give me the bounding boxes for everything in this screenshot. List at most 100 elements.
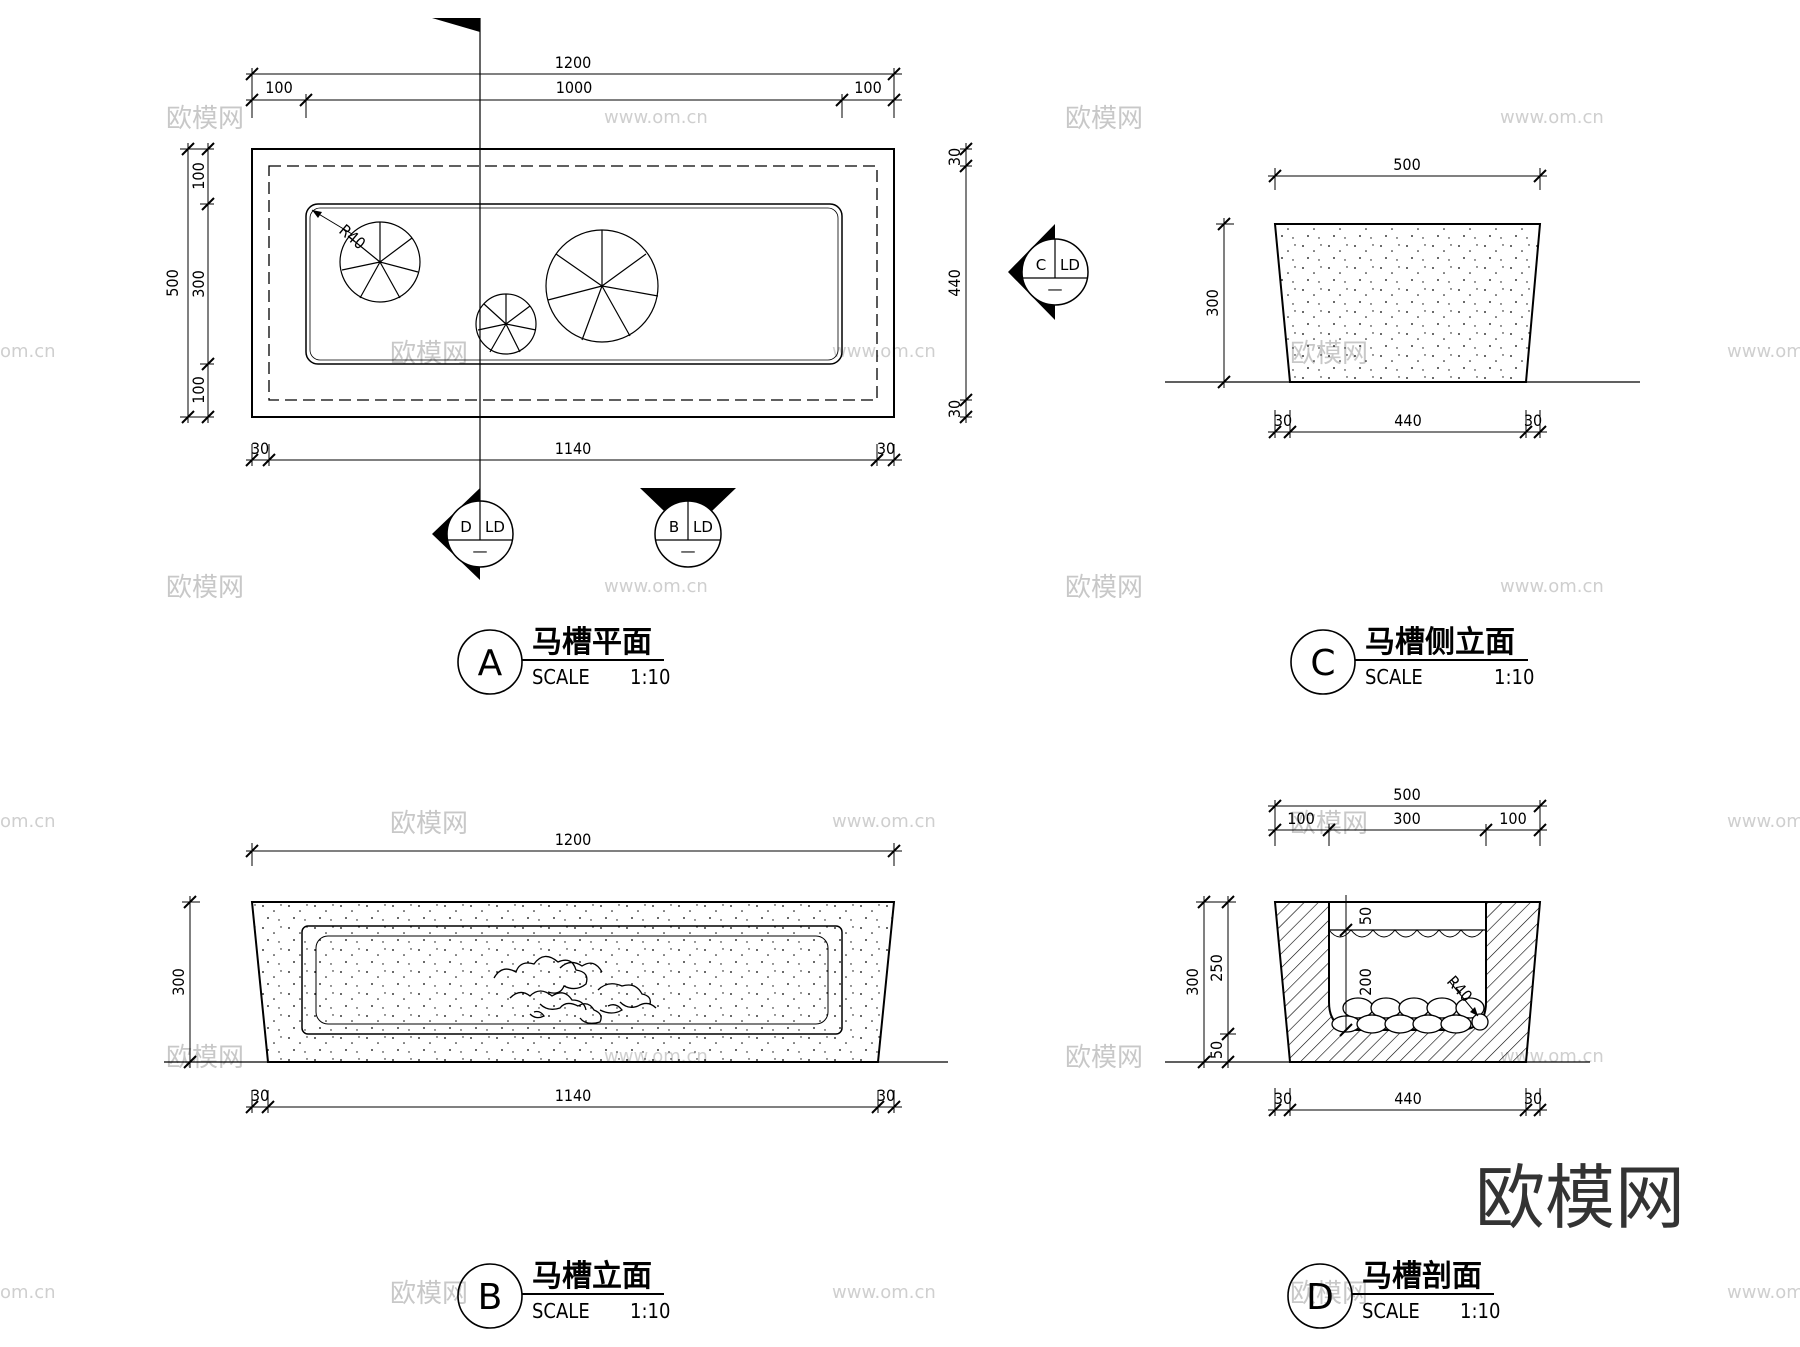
dim-label: 50 (1356, 907, 1375, 925)
watermark-cn: 欧模网 (166, 573, 244, 603)
elevation-view (164, 843, 948, 1114)
watermark-url: www.om.cn (832, 811, 936, 832)
watermark-url: www.om.cn (1500, 576, 1604, 597)
dim-label: 30 (251, 439, 269, 458)
dim-label: 100 (854, 78, 881, 97)
view-letter: D (1306, 1277, 1334, 1318)
side-view (1165, 168, 1640, 439)
marker-ref: LD (1060, 256, 1080, 274)
title-block-d: D 马槽剖面 SCALE 1:10 (1287, 1259, 1500, 1329)
watermark-url: www.om.cn (1500, 107, 1604, 128)
scale-value: 1:10 (630, 1299, 670, 1323)
plan-basin-inner (309, 207, 839, 361)
dim-label: 440 (945, 269, 964, 296)
plan-inner-wall-dashed (268, 165, 878, 401)
section-view (1165, 799, 1590, 1117)
section-marker-c: C LD — (1008, 224, 1089, 320)
dim-label: 30 (251, 1086, 269, 1105)
title-block-c: C 马槽侧立面 SCALE 1:10 (1290, 625, 1534, 695)
marker-sub: — (473, 542, 488, 560)
dim-label: 30 (945, 148, 964, 166)
title-block-b: B 马槽立面 SCALE 1:10 (457, 1259, 670, 1329)
watermark-url: www.om.cn (1727, 341, 1800, 362)
view-title: 马槽侧立面 (1365, 625, 1515, 660)
marker-sub: — (681, 542, 696, 560)
dim-label: 300 (169, 968, 188, 995)
view-title: 马槽立面 (532, 1259, 652, 1294)
plan-basin (305, 203, 843, 365)
pebbles (1331, 997, 1489, 1034)
dim-label: 100 (1287, 809, 1314, 828)
watermark-cn: 欧模网 (166, 1043, 244, 1073)
view-title: 马槽剖面 (1362, 1259, 1482, 1294)
watermark-url: www.om.cn (604, 576, 708, 597)
view-letter: A (478, 643, 503, 684)
dim-label: 300 (1203, 289, 1222, 316)
brand-logo: 欧模网 (1475, 1157, 1685, 1239)
dim-label: 50 (1207, 1041, 1226, 1059)
dim-label: 30 (877, 1086, 895, 1105)
dim-label: 30 (1524, 411, 1542, 430)
scale-value: 1:10 (630, 665, 670, 689)
watermark-url-short: om.cn (0, 1282, 56, 1303)
scale-label: SCALE (1365, 665, 1423, 689)
view-letter: B (478, 1277, 503, 1318)
side-body (1273, 223, 1542, 383)
dim-label: 30 (1524, 1089, 1542, 1108)
dim-label: 300 (1183, 968, 1202, 995)
dim-label: 30 (945, 400, 964, 418)
watermark-cn: 欧模网 (166, 104, 244, 134)
watermark-url: www.om.cn (1727, 811, 1800, 832)
scale-label: SCALE (532, 665, 590, 689)
dim-label: 100 (1499, 809, 1526, 828)
watermark-url-short: om.cn (0, 341, 56, 362)
watermark-url: www.om.cn (832, 341, 936, 362)
elevation-panel-inner (315, 935, 829, 1025)
watermark-url: www.om.cn (604, 107, 708, 128)
dim-label: 30 (1274, 411, 1292, 430)
scale-label: SCALE (532, 1299, 590, 1323)
dim-label: 1000 (556, 78, 593, 97)
title-block-a: A 马槽平面 SCALE 1:10 (457, 625, 670, 695)
dim-label: 100 (189, 376, 208, 403)
lily-pad-small (475, 293, 537, 355)
radius-arrow-icon (1470, 1007, 1478, 1016)
dim-label: 250 (1207, 954, 1226, 981)
watermark-cn: 欧模网 (390, 1279, 468, 1309)
dim-label: 30 (1274, 1089, 1292, 1108)
marker-ref: LD (485, 518, 505, 536)
elevation-dim-labels: 1200 300 30 1140 30 (169, 830, 895, 1105)
scale-value: 1:10 (1460, 1299, 1500, 1323)
plan-dim-labels: 1200 100 1000 100 500 100 300 100 30 440… (163, 53, 964, 458)
section-marker-d: D LD — (432, 488, 514, 580)
dim-label: 500 (163, 269, 182, 296)
watermark-cn: 欧模网 (390, 809, 468, 839)
view-title: 马槽平面 (532, 625, 652, 660)
dim-label: 500 (1393, 155, 1420, 174)
lily-pad-right (545, 229, 659, 343)
elevation-panel (301, 925, 843, 1035)
plan-view (180, 18, 973, 520)
dim-label: 1200 (555, 830, 592, 849)
watermark-cn: 欧模网 (1065, 573, 1143, 603)
dim-label: 1200 (555, 53, 592, 72)
dim-label: 100 (189, 162, 208, 189)
dim-label: 100 (265, 78, 292, 97)
watermark-url: www.om.cn (832, 1282, 936, 1303)
section-marker-b: B LD — (640, 488, 736, 568)
dim-label: 1140 (555, 439, 592, 458)
marker-letter: D (460, 518, 472, 536)
marker-letter: B (669, 518, 679, 536)
scale-value: 1:10 (1494, 665, 1534, 689)
cloud-ornament (493, 955, 657, 1024)
dim-label: 300 (189, 270, 208, 297)
section-walls-hatched (1273, 901, 1542, 1063)
marker-letter: C (1036, 256, 1046, 274)
lily-pad-left (339, 221, 421, 303)
dim-label: 500 (1393, 785, 1420, 804)
side-dim-labels: 500 300 30 440 30 (1203, 155, 1542, 430)
view-letter: C (1310, 643, 1335, 684)
marker-sub: — (1048, 280, 1063, 298)
watermark-cn: 欧模网 (1065, 104, 1143, 134)
